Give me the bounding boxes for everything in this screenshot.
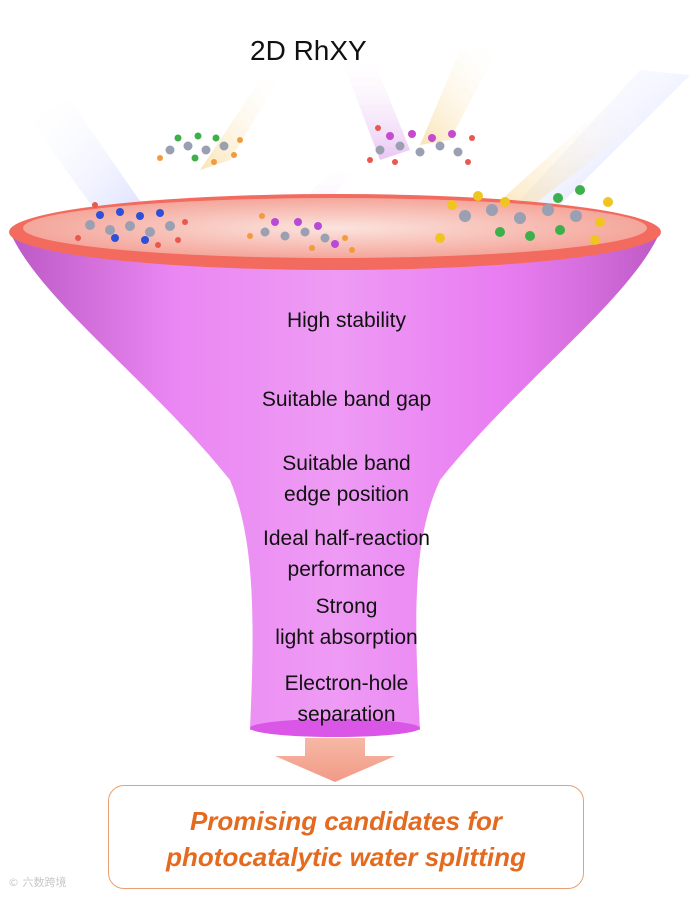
molecule-icon bbox=[367, 125, 475, 165]
watermark: © 六数跨境 bbox=[8, 876, 67, 889]
molecule-icon bbox=[75, 202, 188, 248]
stage-label-absorption-line1: Strong bbox=[315, 595, 378, 618]
stage-label-half-reaction-line2: performance bbox=[287, 558, 406, 581]
result-line-1: Promising candidates for bbox=[189, 806, 503, 836]
result-box bbox=[108, 785, 584, 889]
figure-title: 2D RhXY bbox=[250, 35, 367, 66]
stage-label-absorption-line2: light absorption bbox=[275, 626, 418, 649]
stage-label-separation-line1: Electron-hole bbox=[284, 672, 409, 695]
result-line-2: photocatalytic water splitting bbox=[166, 842, 526, 872]
stage-label-band-edge-line2: edge position bbox=[284, 483, 409, 506]
stage-label-band-gap: Suitable band gap bbox=[261, 388, 432, 411]
molecule-icon bbox=[435, 185, 613, 245]
stage-label-separation-line2: separation bbox=[297, 703, 396, 726]
stage-label-half-reaction-line1: Ideal half-reaction bbox=[263, 527, 430, 550]
stage-label-stability: High stability bbox=[286, 309, 407, 332]
down-arrow bbox=[275, 738, 395, 782]
molecule-icon bbox=[157, 132, 243, 165]
stage-label-band-edge-line1: Suitable band bbox=[282, 452, 411, 475]
molecule-icon bbox=[247, 213, 355, 253]
